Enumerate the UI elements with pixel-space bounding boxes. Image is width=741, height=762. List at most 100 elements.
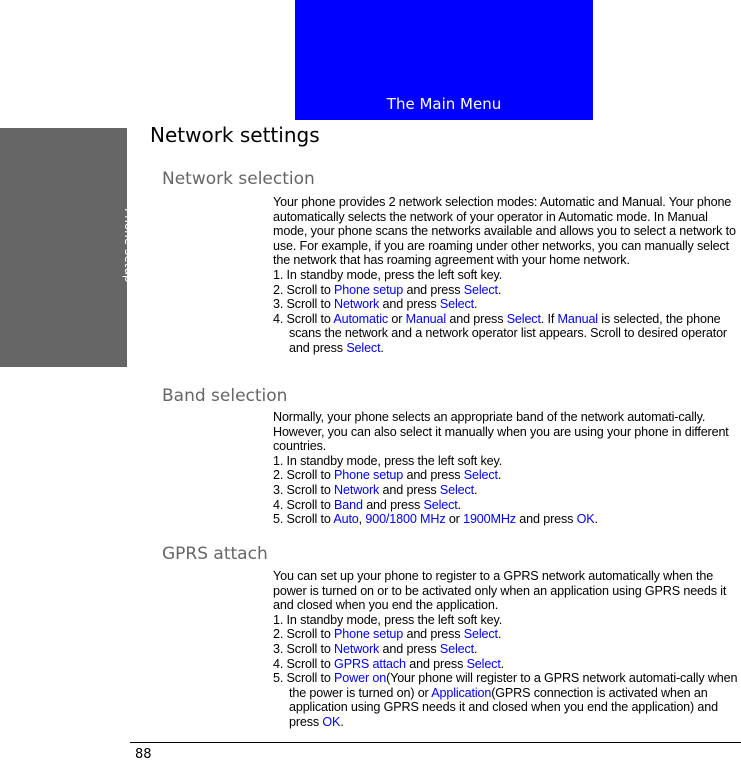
menu-term: Select [463,282,498,297]
step-text: and press [379,641,440,656]
step-item: 2. Scroll to Phone setup and press Selec… [273,283,739,298]
step-text: and press [403,627,464,642]
step-text: . [500,656,505,671]
step-item: 3. Scroll to Network and press Select. [273,642,739,657]
menu-term: Select [346,340,381,355]
menu-term: Network [334,482,380,497]
section-body: You can set up your phone to register to… [273,569,739,730]
menu-term: Select [439,297,474,312]
menu-term: Network [334,297,380,312]
section-heading: GPRS attach [162,544,268,564]
step-text: 5. Scroll to [273,671,335,686]
step-text: 2. Scroll to [273,282,335,297]
step-item: 2. Scroll to Phone setup and press Selec… [273,468,739,483]
step-text: . [594,512,599,527]
step-text: . [473,482,478,497]
step-text: or [388,311,406,326]
step-text: . [457,497,462,512]
menu-term: Manual [405,311,447,326]
step-item: 4. Scroll to Band and press Select. [273,498,739,513]
menu-term: 900/1800 MHz [365,512,446,527]
step-item: 4. Scroll to Automatic or Manual and pre… [273,312,739,356]
step-item: 1. In standby mode, press the left soft … [273,613,739,628]
step-text: . [340,714,344,729]
step-text: and press [379,482,440,497]
menu-term: Select [439,482,474,497]
step-item: 5. Scroll to Power on(Your phone will re… [273,671,739,729]
step-text: . [473,641,478,656]
step-item: 2. Scroll to Phone setup and press Selec… [273,627,739,642]
step-text: and press [515,512,577,527]
step-text: . [497,468,502,483]
step-text: . [497,282,502,297]
step-text: 4. Scroll to [273,656,335,671]
step-text: 3. Scroll to [273,482,335,497]
step-text: and press [362,497,424,512]
step-item: 1. In standby mode, press the left soft … [273,454,739,469]
menu-term: Band [334,497,363,512]
step-text: . [497,627,502,642]
step-item: 5. Scroll to Auto, 900/1800 MHz or 1900M… [273,512,739,527]
menu-term: Select [506,311,541,326]
step-text: or [445,512,464,527]
menu-term: Power on [334,671,387,686]
menu-term: OK [576,512,595,527]
menu-term: Select [466,656,501,671]
page-title: Network settings [150,123,320,147]
step-text: 1. In standby mode, press the left soft … [273,612,503,627]
chapter-tab-label: Phone setup [122,208,136,283]
menu-term: Phone setup [334,282,404,297]
step-item: 4. Scroll to GPRS attach and press Selec… [273,657,739,672]
step-text: 1. In standby mode, press the left soft … [273,267,503,282]
step-text: 4. Scroll to [273,311,334,326]
menu-term: Phone setup [334,627,404,642]
step-item: 3. Scroll to Network and press Select. [273,483,739,498]
menu-term: Select [423,497,458,512]
step-text: 4. Scroll to [273,497,335,512]
step-text: and press [446,311,507,326]
step-text: is selected, the phone scans the network… [289,311,727,355]
menu-term: Select [463,468,498,483]
menu-term: OK [322,714,341,729]
step-item: 3. Scroll to Network and press Select. [273,297,739,312]
menu-term: Application [431,685,492,700]
intro-paragraph: Your phone provides 2 network selection … [273,195,736,268]
step-text: (Your phone will register to a GPRS netw… [289,671,738,700]
step-text: and press [403,282,464,297]
step-text: and press [403,468,464,483]
intro-paragraph: You can set up your phone to register to… [273,569,727,613]
step-text: . [473,297,478,312]
menu-term: Manual [557,311,599,326]
chapter-tab: Phone setup [0,128,136,367]
step-text: . [380,340,384,355]
step-text: 2. Scroll to [273,468,335,483]
menu-term: Select [463,627,498,642]
menu-term: Select [439,641,474,656]
menu-term: Auto [333,512,359,527]
footer-divider [130,742,741,743]
step-text: 2. Scroll to [273,627,335,642]
step-text: 3. Scroll to [273,297,335,312]
page-number: 88 [135,747,152,762]
intro-paragraph: Normally, your phone selects an appropri… [273,410,729,454]
main-menu-label: The Main Menu [386,95,502,113]
menu-term: Phone setup [334,468,404,483]
step-text: and press [405,656,467,671]
step-item: 1. In standby mode, press the left soft … [273,268,739,283]
step-text: . If [540,311,558,326]
menu-term: GPRS attach [334,656,406,671]
main-menu-banner[interactable]: The Main Menu [295,0,593,120]
step-text: , [358,512,366,527]
menu-term: Automatic [333,311,389,326]
section-heading: Band selection [162,386,288,406]
section-body: Your phone provides 2 network selection … [273,195,739,356]
step-text: 3. Scroll to [273,641,335,656]
section-body: Normally, your phone selects an appropri… [273,410,739,527]
section-heading: Network selection [162,169,315,189]
menu-term: 1900MHz [463,512,516,527]
menu-term: Network [334,641,380,656]
step-text: and press [379,297,440,312]
step-text: 1. In standby mode, press the left soft … [273,453,503,468]
step-text: (GPRS connection is activated when an ap… [289,685,718,729]
step-text: 5. Scroll to [273,512,334,527]
